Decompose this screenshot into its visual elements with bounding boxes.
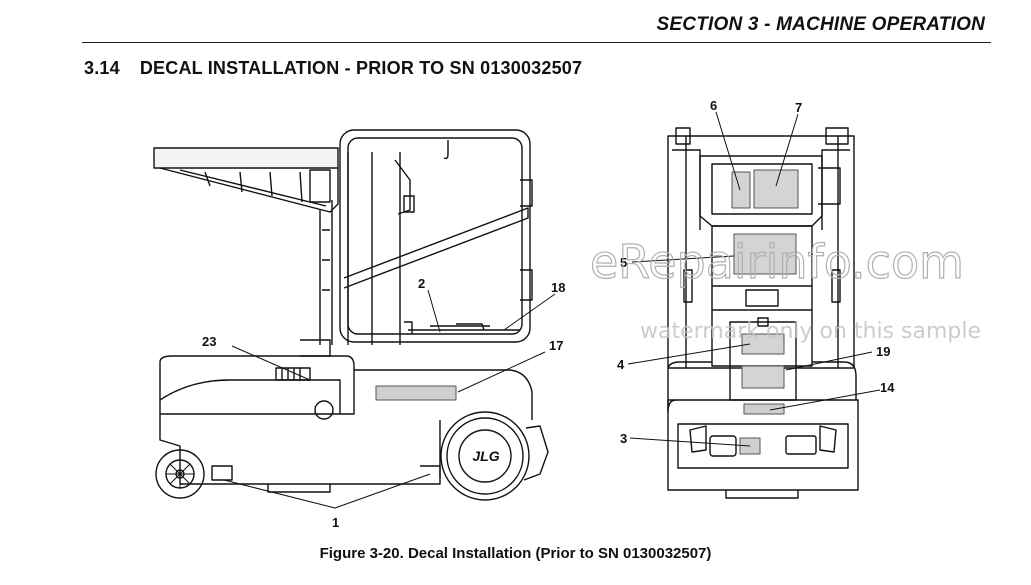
watermark-site: eRepairinfo.com <box>590 235 964 289</box>
callout-leaders <box>223 111 881 509</box>
callout-5: 5 <box>620 255 627 270</box>
callout-4: 4 <box>617 357 625 372</box>
rear-view-drawing <box>667 127 859 499</box>
callout-2: 2 <box>418 276 425 291</box>
section-number: 3.14 <box>84 58 120 78</box>
header-rule <box>82 42 991 43</box>
jlg-logo: JLG <box>472 448 499 464</box>
callout-3: 3 <box>620 431 627 446</box>
callout-17: 17 <box>549 338 563 353</box>
watermark-notice: watermark only on this sample <box>640 319 981 344</box>
callout-23: 23 <box>202 334 216 349</box>
callout-6: 6 <box>710 98 717 113</box>
section-title: 3.14 DECAL INSTALLATION - PRIOR TO SN 013… <box>84 58 582 79</box>
callout-14: 14 <box>880 380 895 395</box>
rear-view-callouts: 6 7 5 4 19 14 3 <box>617 98 895 446</box>
side-view-callouts: 23 2 18 17 1 <box>202 276 565 530</box>
callout-1: 1 <box>332 515 339 530</box>
figure-caption: Figure 3-20. Decal Installation (Prior t… <box>319 545 712 562</box>
section-title-text: DECAL INSTALLATION - PRIOR TO SN 0130032… <box>139 58 583 78</box>
callout-18: 18 <box>551 280 565 295</box>
side-view-drawing <box>153 129 549 501</box>
callout-19: 19 <box>876 344 890 359</box>
callout-7: 7 <box>795 100 802 115</box>
section-header: SECTION 3 - MACHINE OPERATION <box>656 14 985 35</box>
